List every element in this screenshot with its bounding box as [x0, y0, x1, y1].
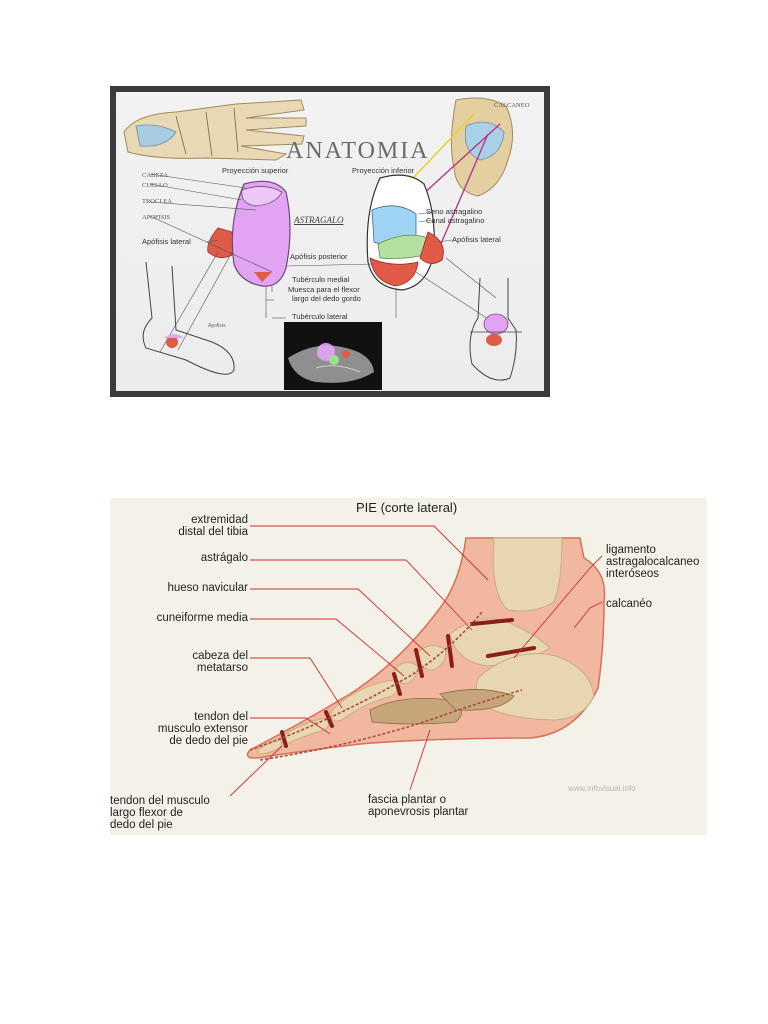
ankle-sketch-right — [469, 277, 522, 381]
label-tuberculo-medial: Tubérculo medial — [292, 275, 350, 284]
label-cuello: CUELLO — [142, 182, 168, 189]
joint-cartilage — [280, 618, 536, 748]
label-tuberculo-lateral: Tubérculo lateral — [292, 312, 348, 321]
label-canal-astragalino: Canal astragalino — [426, 216, 485, 225]
pie-leader-lines — [229, 525, 603, 797]
label-ligamento-line3: interóseos — [606, 568, 660, 580]
label-astragalo: ASTRAGALO — [294, 215, 344, 225]
label-tendon-ext-line1: tendon del — [194, 711, 248, 723]
label-tendon-flexor: tendon del musculo largo flexor de dedo … — [110, 795, 210, 831]
pointer-line-purple-2 — [433, 133, 489, 261]
label-fascia-plantar: fascia plantar o aponevrosis plantar — [368, 794, 468, 818]
label-cabeza-metatarso: cabeza del metatarso — [120, 650, 248, 674]
pie-title: PIE (corte lateral) — [356, 500, 458, 515]
label-cabeza: CABEZA — [142, 172, 168, 179]
label-astragalo: astrágalo — [200, 552, 248, 564]
watermark: www.infovisual.info — [568, 784, 636, 793]
label-apofisis-posterior: Apófisis posterior — [290, 252, 348, 261]
tibia-bone — [492, 537, 563, 612]
label-muesca-flexor-2: largo del dedo gordo — [292, 294, 361, 303]
slide-title: ANATOMIA — [286, 138, 430, 164]
anatomy-slide-canvas: ANATOMIA CABEZA CUELLO TROCLEA APOFISIS … — [116, 92, 544, 391]
anatomy-slide: ANATOMIA CABEZA CUELLO TROCLEA APOFISIS … — [110, 86, 550, 397]
label-tendon-extensor: tendon del musculo extensor de dedo del … — [120, 711, 248, 747]
label-cabeza-line1: cabeza del — [192, 650, 248, 662]
label-tendon-flex-line2: largo flexor de — [110, 807, 183, 819]
label-tendon-flex-line3: dedo del pie — [110, 819, 173, 831]
label-extremidad-line1: extremidad — [191, 514, 248, 526]
flexor-tendon — [259, 689, 523, 761]
label-apofisis: APOFISIS — [142, 214, 171, 221]
label-fascia-line2: aponevrosis plantar — [368, 806, 469, 818]
label-tendon-ext-line2: musculo extensor — [157, 723, 248, 735]
talus-superior-projection — [207, 180, 291, 287]
label-calcaneo: calcanéo — [606, 598, 653, 610]
plantar-soft-tissue — [369, 689, 515, 725]
label-tendon-flex-line1: tendon del musculo — [110, 795, 210, 807]
label-proyeccion-inferior: Proyección inferior — [352, 166, 415, 175]
label-hueso-navicular: hueso navicular — [167, 582, 248, 594]
metatarsal-bone — [330, 679, 398, 722]
label-troclea: TROCLEA — [142, 198, 172, 205]
label-leaders-right — [265, 211, 503, 329]
label-apofisis-lateral-left: Apófisis lateral — [142, 237, 191, 246]
label-tendon-ext-line3: de dedo del pie — [169, 735, 248, 747]
label-cabeza-line2: metatarso — [196, 662, 248, 674]
talus-inferior-projection — [366, 174, 444, 291]
label-calcaneo-top: CALCANEO — [494, 102, 530, 109]
foot-skeleton-topview — [123, 99, 307, 161]
foot-lateral-section-illustration — [229, 525, 606, 797]
extensor-tendon — [249, 611, 483, 751]
label-seno-astragalino: Seno astragalino — [426, 207, 483, 216]
talus-illustration — [123, 97, 522, 390]
label-ligamento-line1: ligamento — [606, 544, 656, 556]
label-extremidad: extremidad distal del tibia — [120, 514, 248, 538]
label-muesca-flexor-1: Muesca para el flexor — [288, 285, 360, 294]
label-ligamento-line2: astragalocalcaneo — [606, 556, 700, 568]
label-proyeccion-superior: Proyección superior — [222, 166, 289, 175]
foot-bones — [257, 537, 595, 755]
label-fascia-line1: fascia plantar o — [368, 794, 446, 806]
label-ligamento: ligamento astragalocalcaneo interóseos — [606, 544, 699, 580]
label-extremidad-line2: distal del tibia — [178, 526, 248, 538]
foot-lateral-section-diagram: PIE (corte lateral) extremidad distal de… — [110, 498, 707, 835]
label-apofisis-lateral-right: Apófisis lateral — [452, 235, 501, 244]
ct-scan-image — [284, 322, 382, 390]
label-apofisis-small: Apofisis — [208, 323, 226, 329]
label-cuneiforme-media: cuneiforme media — [156, 612, 248, 624]
ankle-sketch-left — [142, 261, 235, 375]
